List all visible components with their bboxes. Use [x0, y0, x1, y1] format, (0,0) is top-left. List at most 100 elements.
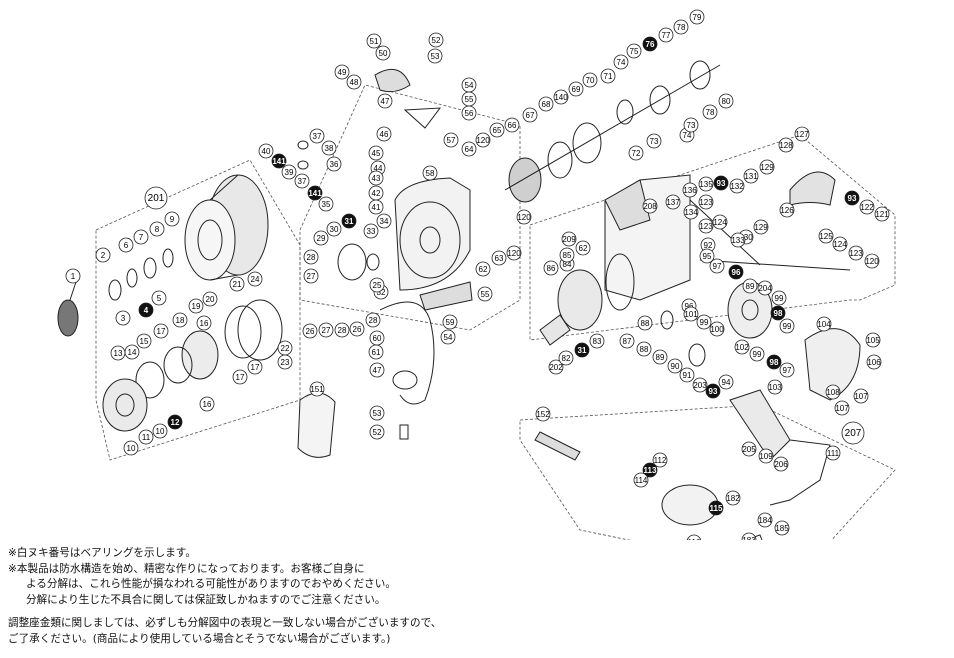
- callout-circle: [149, 221, 165, 237]
- callout-number: 80: [722, 97, 731, 106]
- part-callout: 78: [702, 104, 718, 120]
- callout-circle: [167, 414, 183, 430]
- callout-number: 68: [542, 100, 551, 109]
- part-callout: 101: [683, 306, 699, 322]
- part-callout: 29: [313, 230, 329, 246]
- callout-number: 90: [671, 362, 680, 371]
- part-callout: 100: [709, 321, 725, 337]
- part-callout: 123: [698, 218, 714, 234]
- part-callout: 59: [442, 314, 458, 330]
- callout-number: 208: [643, 202, 657, 211]
- part-callout: 39: [281, 164, 297, 180]
- callout-number: 61: [372, 348, 381, 357]
- callout-circle: [138, 302, 154, 318]
- callout-number: 30: [330, 225, 339, 234]
- part-callout: 49: [334, 64, 350, 80]
- callout-number: 107: [835, 404, 849, 413]
- callout-circle: [689, 9, 705, 25]
- part-callout: 94: [718, 374, 734, 390]
- callout-circle: [123, 440, 139, 456]
- callout-number: 137: [666, 198, 680, 207]
- callout-number: 109: [759, 452, 773, 461]
- callout-circle: [729, 178, 745, 194]
- part-callout: 42: [368, 185, 384, 201]
- callout-number: 9: [170, 215, 175, 224]
- callout-number: 41: [372, 203, 381, 212]
- callout-circle: [859, 199, 875, 215]
- callout-circle: [346, 74, 362, 90]
- part-callout: 71: [600, 68, 616, 84]
- callout-number: 38: [325, 144, 334, 153]
- callout-number: 54: [444, 333, 453, 342]
- callout-circle: [144, 186, 168, 210]
- callout-circle: [368, 199, 384, 215]
- part-callout: 114: [633, 472, 649, 488]
- part-callout: 52: [369, 424, 385, 440]
- callout-circle: [271, 153, 287, 169]
- callout-number: 28: [338, 326, 347, 335]
- callout-number: 54: [465, 81, 474, 90]
- callout-number: 101: [684, 310, 698, 319]
- callout-circle: [626, 43, 642, 59]
- part-callout: 23: [277, 354, 293, 370]
- part-callout: 64: [461, 141, 477, 157]
- callout-number: 19: [192, 302, 201, 311]
- callout-number: 115: [710, 504, 723, 513]
- callout-circle: [636, 341, 652, 357]
- part-callout: 140: [553, 89, 569, 105]
- callout-circle: [326, 156, 342, 172]
- callout-number: 76: [646, 40, 655, 49]
- callout-number: 73: [650, 137, 659, 146]
- part-callout: 27: [303, 268, 319, 284]
- callout-number: 105: [866, 336, 880, 345]
- callout-circle: [832, 236, 848, 252]
- callout-number: 67: [526, 111, 535, 120]
- callout-circle: [302, 323, 318, 339]
- callout-number: 32: [377, 288, 386, 297]
- callout-number: 26: [306, 327, 315, 336]
- callout-circle: [619, 333, 635, 349]
- callout-number: 209: [562, 235, 576, 244]
- part-callout: 63: [491, 250, 507, 266]
- part-callout: 67: [522, 107, 538, 123]
- callout-circle: [774, 520, 790, 536]
- callout-number: 46: [380, 130, 389, 139]
- callout-circle: [303, 249, 319, 265]
- callout-number: 6: [124, 241, 129, 250]
- callout-circle: [642, 462, 658, 478]
- part-callout: 17: [232, 369, 248, 385]
- bearing-callout: 96: [728, 264, 744, 280]
- part-callout: 85: [559, 247, 575, 263]
- note-shims-cont: ご了承ください。(商品により使用している場合とそうでない場合がございます。): [8, 632, 391, 645]
- callout-circle: [516, 209, 532, 225]
- part-drawings: [57, 60, 861, 540]
- callout-number: 18: [176, 316, 185, 325]
- part-callout: 209: [561, 231, 577, 247]
- callout-circle: [491, 250, 507, 266]
- callout-number: 151: [310, 385, 324, 394]
- spool-part: [57, 174, 269, 337]
- part-callout: 127: [794, 126, 810, 142]
- callout-circle: [199, 396, 215, 412]
- part-callout: 107: [853, 388, 869, 404]
- callout-number: 126: [780, 206, 794, 215]
- callout-circle: [232, 369, 248, 385]
- part-callout: 53: [369, 405, 385, 421]
- callout-number: 133: [731, 236, 745, 245]
- callout-circle: [309, 381, 325, 397]
- callout-circle: [153, 323, 169, 339]
- part-callout: 62: [575, 240, 591, 256]
- part-callout: 65: [489, 122, 505, 138]
- callout-number: 94: [722, 378, 731, 387]
- callout-number: 59: [446, 318, 455, 327]
- callout-number: 24: [251, 275, 260, 284]
- part-callout: 37: [294, 173, 310, 189]
- group-callout: 207: [841, 421, 865, 445]
- callout-number: 122: [860, 203, 874, 212]
- callout-circle: [461, 141, 477, 157]
- part-callout: 54: [461, 77, 477, 93]
- callout-circle: [734, 339, 750, 355]
- callout-circle: [725, 490, 741, 506]
- callout-number: 2: [101, 251, 106, 260]
- part-callout: 137: [665, 194, 681, 210]
